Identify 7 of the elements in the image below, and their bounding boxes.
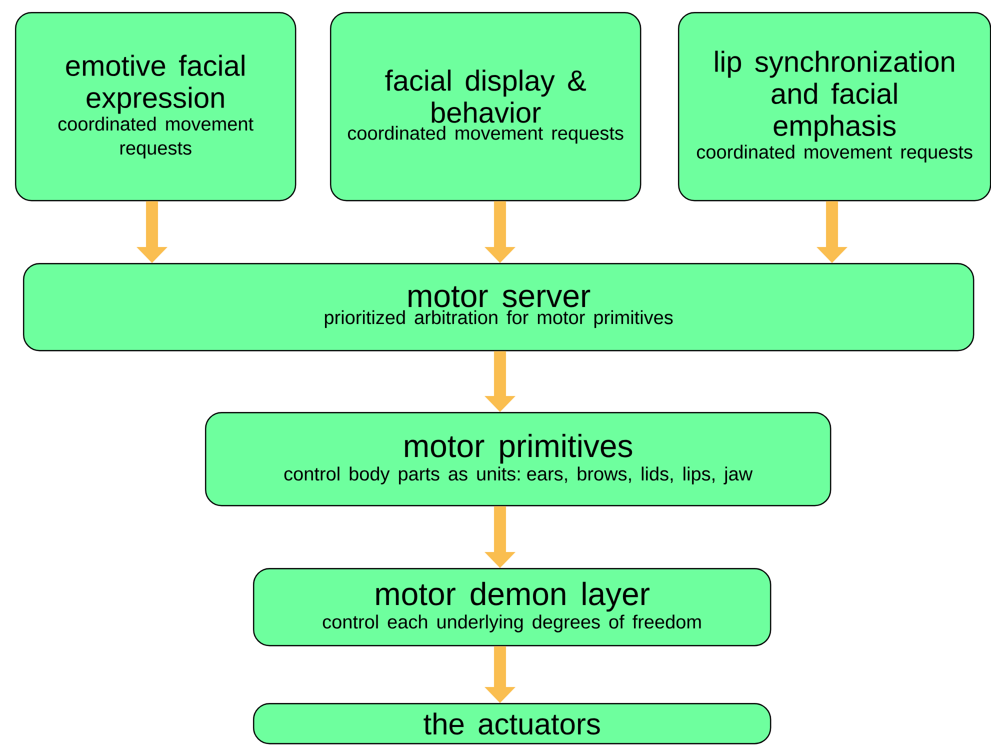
process-box: motor server prioritized arbitration for motor primitives: [23, 263, 974, 352]
process-box: the actuators: [253, 703, 772, 744]
process-box: motor primitives control body parts as units: ears, brows, lids, lips, jaw: [205, 412, 832, 506]
process-box: emotive facial expression coordinated movement requests: [15, 12, 296, 202]
process-box: lip synchronization and facial emphasis coordinated movement requests: [678, 12, 991, 202]
process-box: motor demon layer control each underlying degrees of freedom: [253, 568, 772, 646]
process-box: facial display & behavior coordinated movement requests: [330, 12, 642, 202]
